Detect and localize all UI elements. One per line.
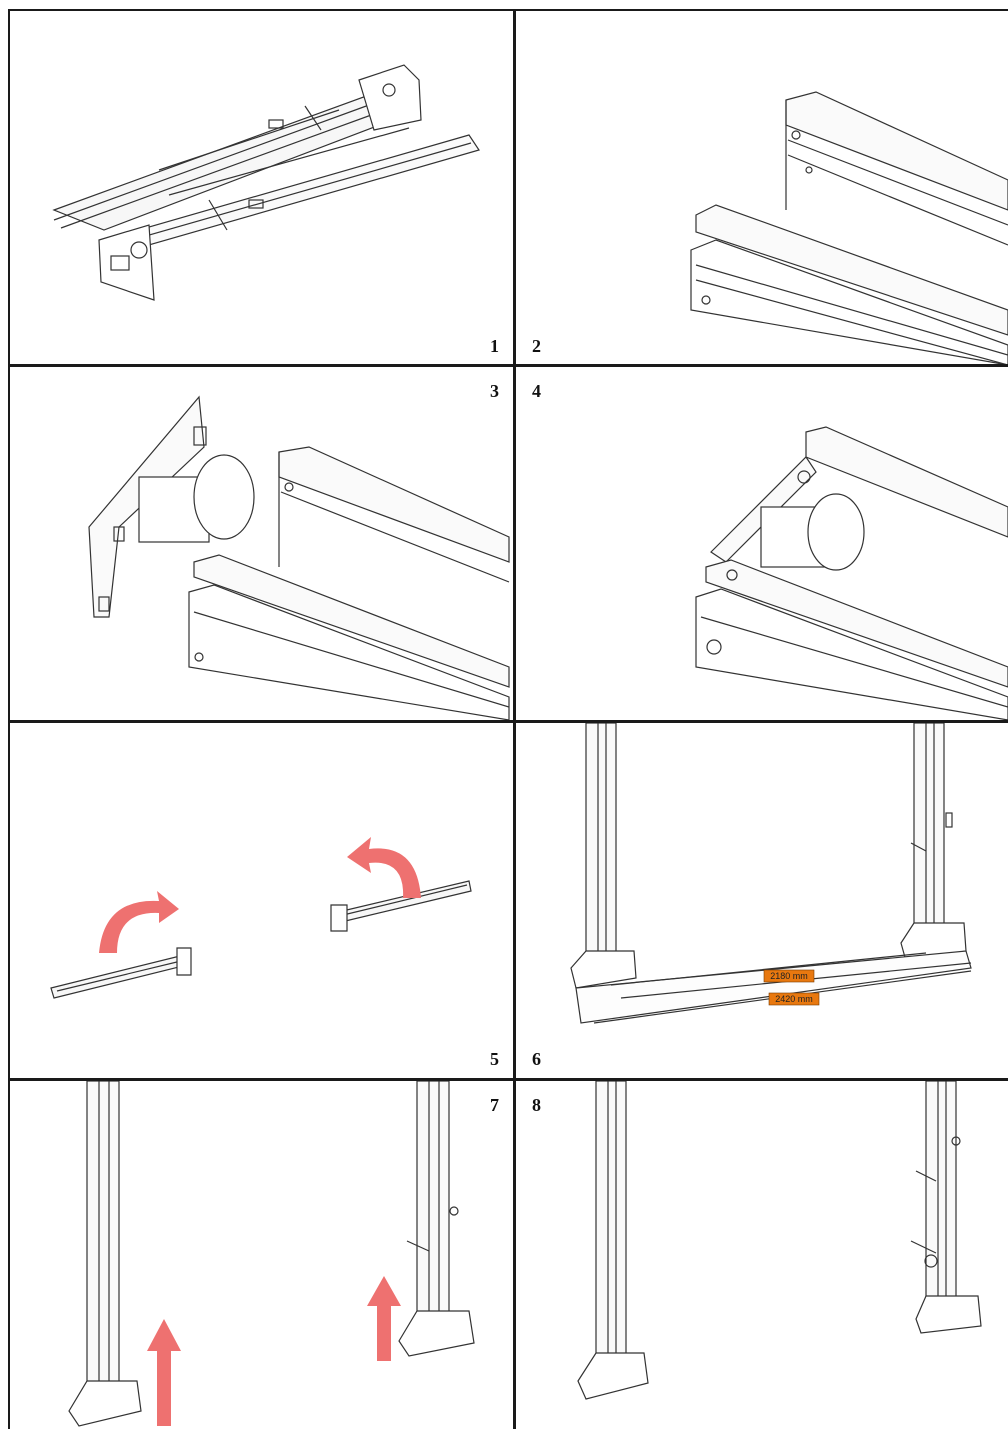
bracket-fitted-drawing	[695, 426, 1008, 720]
step-4-panel: 4	[516, 367, 1008, 720]
bracket-and-rail-drawing	[88, 395, 510, 720]
dimension-inner: 2180 mm	[763, 969, 815, 983]
step-number: 3	[490, 381, 499, 401]
step-number: 8	[532, 1095, 541, 1115]
svg-text:2420 mm: 2420 mm	[775, 994, 813, 1004]
dimension-outer: 2420 mm	[768, 992, 820, 1006]
step-number: 1	[490, 336, 499, 356]
step-5-panel: 5	[9, 723, 513, 1078]
frame-row-2	[8, 720, 1008, 723]
rail-assembly-drawing	[52, 64, 480, 301]
raise-posts-drawing	[68, 1081, 475, 1427]
rail-closeup-drawing	[690, 91, 1008, 365]
rotate-arrow-right	[347, 837, 421, 898]
step-number: 6	[532, 1049, 541, 1069]
svg-text:2180 mm: 2180 mm	[770, 971, 808, 981]
step-number: 4	[532, 381, 541, 401]
rotate-arms-drawing	[50, 837, 472, 999]
rotate-arrow-left	[99, 891, 179, 953]
step-1-panel: 1	[9, 10, 513, 365]
step-3-panel: 3	[9, 367, 513, 720]
frame-center	[513, 9, 516, 1429]
frame-row-1	[8, 364, 1008, 367]
post-spacing-drawing: 2180 mm 2420 mm	[570, 723, 972, 1024]
up-arrow-left	[147, 1319, 181, 1426]
posts-installed-drawing	[577, 1081, 982, 1400]
step-number: 7	[490, 1095, 499, 1115]
step-number: 5	[490, 1049, 499, 1069]
frame-row-3	[8, 1078, 1008, 1081]
step-8-panel: 8	[516, 1081, 1008, 1429]
frame-top	[8, 9, 1008, 11]
step-number: 2	[532, 336, 541, 356]
up-arrow-right	[367, 1276, 401, 1361]
step-7-panel: 7	[9, 1081, 513, 1429]
step-6-panel: 2180 mm 2420 mm 6	[516, 723, 1008, 1078]
step-2-panel: 2	[516, 10, 1008, 365]
frame-left	[8, 9, 10, 1429]
